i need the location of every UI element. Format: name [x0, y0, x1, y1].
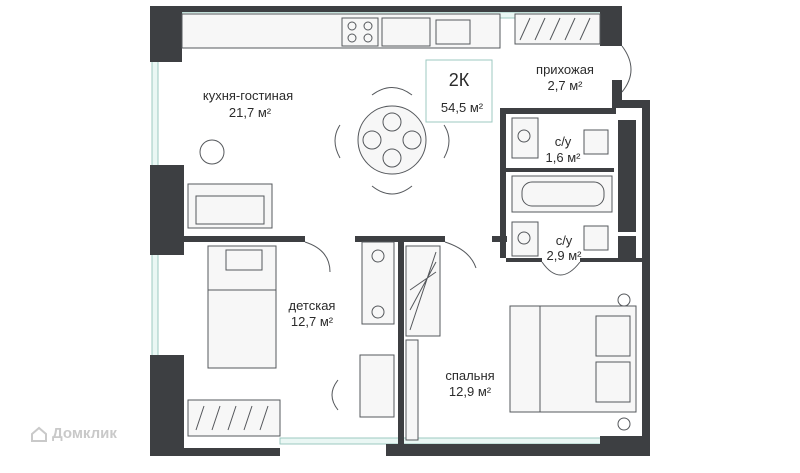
kitchen-counter	[181, 13, 501, 49]
bedroom-name: спальня	[445, 368, 494, 383]
bathroom-fixtures	[511, 117, 613, 257]
kids-bed	[207, 245, 277, 369]
apartment-type: 2К	[449, 70, 470, 90]
bath1-area: 1,6 м²	[546, 150, 582, 165]
kids-desk	[331, 241, 395, 418]
hallway-area: 2,7 м²	[548, 78, 584, 93]
double-bed	[509, 293, 637, 431]
dining-table	[334, 87, 450, 195]
hallway-name: прихожая	[536, 62, 594, 77]
watermark-text: Домклик	[52, 425, 117, 442]
bath2-area: 2,9 м²	[547, 248, 583, 263]
kids-name: детская	[289, 298, 336, 313]
bath1-name: с/у	[555, 134, 572, 149]
bedroom-wardrobe	[405, 245, 441, 441]
house-icon	[31, 426, 47, 442]
kids-wardrobe	[187, 399, 281, 437]
bath2-name: с/у	[556, 233, 573, 248]
walls	[150, 6, 650, 456]
bedroom-area: 12,9 м²	[449, 384, 492, 399]
apartment-badge: 2К 54,5 м²	[425, 59, 493, 123]
watermark: Домклик	[30, 425, 117, 442]
wardrobe-top	[514, 13, 601, 45]
apartment-total-area: 54,5 м²	[441, 100, 484, 115]
doors	[304, 45, 632, 276]
window-bottom	[279, 437, 611, 445]
kitchen-area: 21,7 м²	[229, 105, 272, 120]
sofa	[187, 139, 273, 229]
kitchen-name: кухня-гостиная	[203, 88, 293, 103]
kids-area: 12,7 м²	[291, 314, 334, 329]
